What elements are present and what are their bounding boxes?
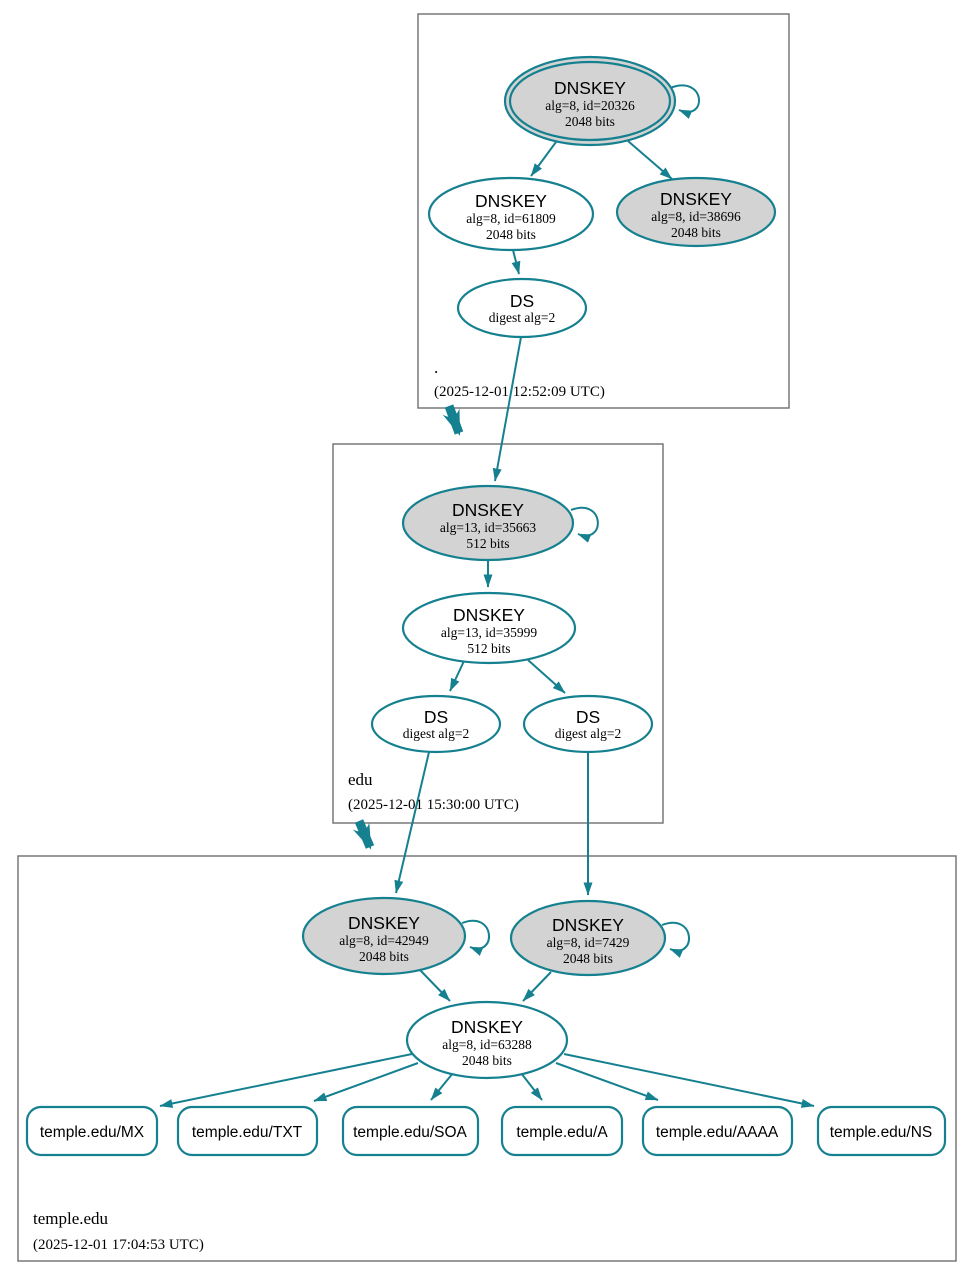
- dnskey-35663-detail: alg=13, id=35663: [440, 520, 536, 535]
- dnskey-20326-inner-ellipse: [508, 60, 672, 142]
- node-dnskey-63288[interactable]: DNSKEY alg=8, id=63288 2048 bits: [405, 1000, 569, 1080]
- rrset-soa-label: temple.edu/SOA: [353, 1124, 467, 1141]
- node-dnskey-35999[interactable]: DNSKEY alg=13, id=35999 512 bits: [401, 591, 577, 665]
- dnskey-63288-ellipse: [405, 1000, 569, 1080]
- zone-timestamp-root: (2025-12-01 12:52:09 UTC): [434, 384, 605, 400]
- rrset-mx-box: [25, 1105, 159, 1157]
- edge-dnskey-61809-to-ds: [511, 249, 521, 275]
- dnskey-7429-detail: alg=8, id=7429: [547, 935, 630, 950]
- edge-dnskey-63288-to-rrset-soa: [430, 1072, 454, 1101]
- edge-dnskey-20326-to-dnskey-38696: [627, 140, 673, 180]
- dnskey-61809-label: DNSKEY: [475, 191, 547, 211]
- zone-timestamp-temple-edu: (2025-12-01 17:04:53 UTC): [33, 1237, 204, 1253]
- dnskey-42949-ellipse: [301, 896, 467, 976]
- rrset-txt-box: [176, 1105, 319, 1157]
- node-edu-ds-2[interactable]: DS digest alg=2: [522, 694, 654, 754]
- dnskey-35999-detail: alg=13, id=35999: [441, 625, 537, 640]
- node-dnskey-42949[interactable]: DNSKEY alg=8, id=42949 2048 bits: [301, 896, 467, 976]
- rrset-temple-edu-soa[interactable]: temple.edu/SOA: [341, 1105, 480, 1157]
- zone-timestamp-edu: (2025-12-01 15:30:00 UTC): [348, 797, 519, 813]
- edu-ds-2-label: DS: [576, 707, 600, 727]
- edu-ds-1-label: DS: [424, 707, 448, 727]
- zone-label-temple-edu: temple.edu: [33, 1209, 109, 1228]
- dnskey-61809-detail: alg=8, id=61809: [466, 211, 556, 226]
- rrset-temple-edu-txt[interactable]: temple.edu/TXT: [176, 1105, 319, 1157]
- delegation-arrow-edu-to-temple-edu: [352, 819, 375, 850]
- edge-dnskey-63288-to-rrset-aaaa: [555, 1062, 659, 1101]
- edge-dnskey-63288-to-rrset-a: [520, 1072, 543, 1101]
- rrset-soa-box: [341, 1105, 480, 1157]
- zone-label-root: .: [434, 358, 438, 377]
- dnskey-7429-size: 2048 bits: [563, 951, 613, 966]
- node-edu-ds-1[interactable]: DS digest alg=2: [370, 694, 502, 754]
- dnskey-35663-size: 512 bits: [466, 536, 509, 551]
- edu-ds-1-detail: digest alg=2: [403, 726, 469, 741]
- self-loop-dnskey-7429: [661, 921, 690, 958]
- edge-dnskey-35999-to-ds-1: [449, 660, 465, 692]
- edu-ds-1-ellipse: [370, 694, 502, 754]
- node-root-ds[interactable]: DS digest alg=2: [456, 277, 588, 339]
- edu-ds-2-detail: digest alg=2: [555, 726, 621, 741]
- dnskey-61809-ellipse: [427, 176, 595, 252]
- edge-dnskey-7429-to-dnskey-63288: [522, 971, 552, 1002]
- node-dnskey-61809[interactable]: DNSKEY alg=8, id=61809 2048 bits: [427, 176, 595, 252]
- root-ds-detail: digest alg=2: [489, 310, 555, 325]
- dnskey-7429-ellipse: [509, 899, 667, 977]
- edge-dnskey-63288-to-rrset-mx: [159, 1053, 413, 1108]
- rrset-mx-label: temple.edu/MX: [40, 1124, 145, 1141]
- rrset-temple-edu-a[interactable]: temple.edu/A: [500, 1105, 624, 1157]
- dnskey-42949-label: DNSKEY: [348, 913, 420, 933]
- rrset-a-label: temple.edu/A: [516, 1124, 608, 1141]
- dnskey-63288-detail: alg=8, id=63288: [442, 1037, 532, 1052]
- dnskey-7429-label: DNSKEY: [552, 915, 624, 935]
- dnskey-42949-size: 2048 bits: [359, 949, 409, 964]
- node-dnskey-7429[interactable]: DNSKEY alg=8, id=7429 2048 bits: [509, 899, 667, 977]
- self-loop-dnskey-42949: [461, 919, 490, 956]
- dnskey-61809-size: 2048 bits: [486, 227, 536, 242]
- dnskey-35999-ellipse: [401, 591, 577, 665]
- dnskey-20326-label: DNSKEY: [554, 78, 626, 98]
- edge-dnskey-63288-to-rrset-txt: [313, 1062, 419, 1102]
- self-loop-dnskey-20326: [669, 84, 701, 119]
- dnskey-38696-ellipse: [615, 176, 777, 248]
- rrset-temple-edu-mx[interactable]: temple.edu/MX: [25, 1105, 159, 1157]
- root-ds-ellipse: [456, 277, 588, 339]
- dnskey-38696-detail: alg=8, id=38696: [651, 209, 741, 224]
- dnskey-38696-label: DNSKEY: [660, 189, 732, 209]
- dnskey-63288-size: 2048 bits: [462, 1053, 512, 1068]
- edge-dnskey-42949-to-dnskey-63288: [419, 969, 451, 1002]
- edge-dnskey-63288-to-rrset-ns: [563, 1053, 815, 1108]
- edge-root-ds-to-dnskey-35663: [492, 336, 522, 482]
- rrset-aaaa-box: [641, 1105, 794, 1157]
- edge-ds-1-to-dnskey-42949: [394, 751, 430, 894]
- dnskey-35663-label: DNSKEY: [452, 500, 524, 520]
- dnskey-38696-size: 2048 bits: [671, 225, 721, 240]
- dnskey-63288-label: DNSKEY: [451, 1017, 523, 1037]
- edge-dnskey-35999-to-ds-2: [527, 659, 566, 694]
- self-loop-dnskey-35663: [570, 506, 599, 543]
- rrset-a-box: [500, 1105, 624, 1157]
- dnskey-20326-outer-ellipse: [503, 55, 677, 147]
- dnskey-20326-detail: alg=8, id=20326: [545, 98, 635, 113]
- dnskey-20326-size: 2048 bits: [565, 114, 615, 129]
- dnskey-35999-label: DNSKEY: [453, 605, 525, 625]
- node-dnskey-20326[interactable]: DNSKEY alg=8, id=20326 2048 bits: [503, 55, 677, 147]
- delegation-arrow-root-to-edu: [442, 404, 464, 436]
- node-dnskey-35663[interactable]: DNSKEY alg=13, id=35663 512 bits: [401, 484, 575, 562]
- edu-ds-2-ellipse: [522, 694, 654, 754]
- root-ds-label: DS: [510, 291, 534, 311]
- rrset-txt-label: temple.edu/TXT: [192, 1124, 303, 1141]
- dnskey-35999-size: 512 bits: [467, 641, 510, 656]
- dnskey-42949-detail: alg=8, id=42949: [339, 933, 429, 948]
- node-dnskey-38696[interactable]: DNSKEY alg=8, id=38696 2048 bits: [615, 176, 777, 248]
- rrset-temple-edu-aaaa[interactable]: temple.edu/AAAA: [641, 1105, 794, 1157]
- rrset-ns-label: temple.edu/NS: [830, 1124, 933, 1141]
- rrset-temple-edu-ns[interactable]: temple.edu/NS: [816, 1105, 947, 1157]
- dnskey-35663-ellipse: [401, 484, 575, 562]
- rrset-aaaa-label: temple.edu/AAAA: [656, 1124, 779, 1141]
- zone-label-edu: edu: [348, 770, 373, 789]
- edge-dnskey-20326-to-dnskey-61809: [530, 141, 557, 177]
- rrset-ns-box: [816, 1105, 947, 1157]
